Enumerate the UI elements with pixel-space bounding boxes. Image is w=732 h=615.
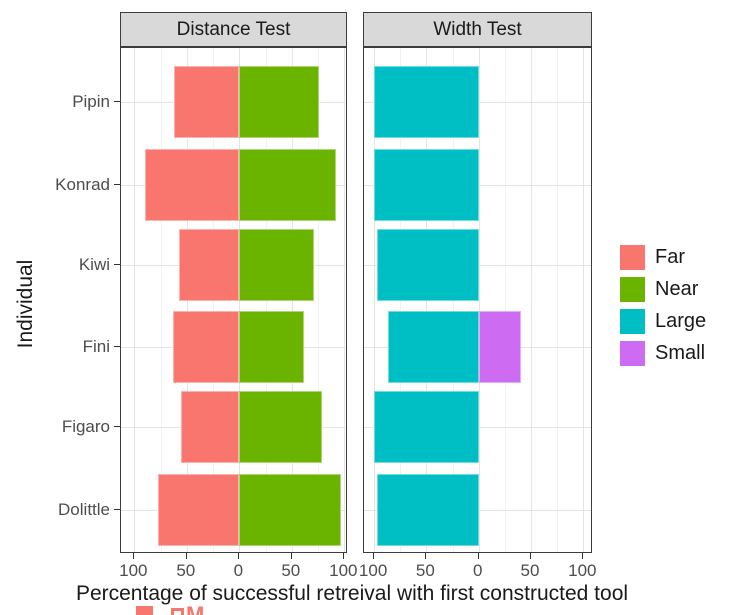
bar-small-fini	[478, 311, 521, 383]
cropped-red-artifact	[171, 608, 184, 615]
gridline-minor	[504, 48, 506, 552]
x-tick-label: 0	[472, 561, 483, 580]
x-axis-tick	[477, 553, 479, 559]
y-axis-tick	[114, 183, 120, 185]
x-axis-tick	[290, 553, 292, 559]
x-axis-tick	[133, 553, 135, 559]
x-tick-label: 100	[358, 561, 388, 580]
x-axis-tick	[425, 553, 427, 559]
x-axis-tick	[373, 553, 375, 559]
bar-far-pipin	[174, 66, 240, 138]
legend-entry-near: Near	[620, 277, 706, 302]
legend-key-swatch	[620, 277, 645, 302]
bar-near-dolittle	[239, 473, 342, 546]
y-axis-tick	[114, 264, 120, 265]
x-tick-label: 100	[329, 561, 358, 580]
gridline-major	[344, 48, 346, 552]
bar-far-konrad	[144, 148, 240, 221]
bar-far-dolittle	[158, 473, 240, 546]
bar-near-pipin	[239, 66, 320, 138]
bar-far-figaro	[180, 391, 240, 463]
legend-label: Small	[655, 342, 706, 364]
x-axis-tick	[185, 553, 187, 559]
y-axis-tick	[114, 508, 120, 510]
x-axis-tick	[238, 553, 240, 559]
legend-entry-far: Far	[620, 245, 706, 270]
bar-near-figaro	[239, 391, 323, 463]
y-category-label-kiwi: Kiwi	[78, 255, 110, 274]
y-category-label-pipin: Pipin	[72, 92, 110, 111]
x-tick-label: 100	[568, 561, 597, 580]
facet-strip-width-test: Width Test	[363, 12, 592, 47]
gridline-major	[583, 48, 585, 552]
bar-large-pipin	[374, 66, 479, 138]
legend-entry-large: Large	[620, 309, 706, 334]
gridline-minor	[160, 48, 162, 552]
bar-large-fini	[387, 311, 479, 383]
legend-key-swatch	[620, 309, 645, 334]
legend-key-swatch	[620, 341, 645, 366]
x-tick-label: 50	[415, 561, 435, 580]
x-axis-tick	[343, 553, 345, 559]
x-tick-label: 50	[281, 561, 301, 580]
x-tick-label: 50	[520, 561, 540, 580]
y-axis-tick	[114, 426, 120, 427]
bar-far-kiwi	[179, 229, 240, 301]
legend-label: Near	[655, 278, 699, 300]
facet-strip-label: Distance Test	[176, 18, 291, 40]
legend-entry-small: Small	[620, 341, 706, 366]
bar-near-konrad	[239, 148, 336, 221]
facet-panel-width	[363, 47, 592, 553]
x-tick-label: 0	[233, 561, 244, 580]
facet-strip-label: Width Test	[433, 18, 522, 40]
gridline-minor	[557, 48, 559, 552]
y-category-label-figaro: Figaro	[61, 417, 110, 436]
bar-large-kiwi	[377, 229, 479, 301]
legend-label: Far	[655, 246, 685, 268]
cropped-red-artifact: M	[186, 604, 206, 615]
cropped-red-artifact	[136, 606, 153, 615]
bar-large-konrad	[374, 148, 479, 221]
y-category-label-fini: Fini	[82, 337, 110, 356]
x-axis-title: Percentage of successful retreival with …	[75, 582, 629, 605]
bar-far-fini	[173, 311, 240, 383]
y-axis-tick	[114, 101, 120, 102]
gridline-major	[374, 48, 376, 552]
y-category-label-dolittle: Dolittle	[58, 499, 110, 519]
legend-label: Large	[655, 310, 707, 332]
gridline-major	[134, 48, 136, 552]
bar-large-dolittle	[377, 473, 479, 546]
x-tick-label: 100	[119, 561, 148, 580]
bar-large-figaro	[374, 391, 479, 463]
facet-strip-distance-test: Distance Test	[120, 12, 347, 47]
gridline-minor	[318, 48, 320, 552]
x-tick-label: 50	[176, 561, 196, 580]
x-axis-tick	[582, 553, 584, 559]
facet-panel-distance	[120, 47, 347, 553]
y-axis-tick	[114, 346, 120, 347]
bar-near-fini	[239, 311, 305, 383]
y-category-label-konrad: Konrad	[55, 174, 110, 194]
gridline-major	[478, 48, 480, 552]
bar-near-kiwi	[239, 229, 314, 301]
legend-key-swatch	[620, 245, 645, 270]
gridline-major	[531, 48, 532, 552]
x-axis-tick	[530, 553, 531, 559]
